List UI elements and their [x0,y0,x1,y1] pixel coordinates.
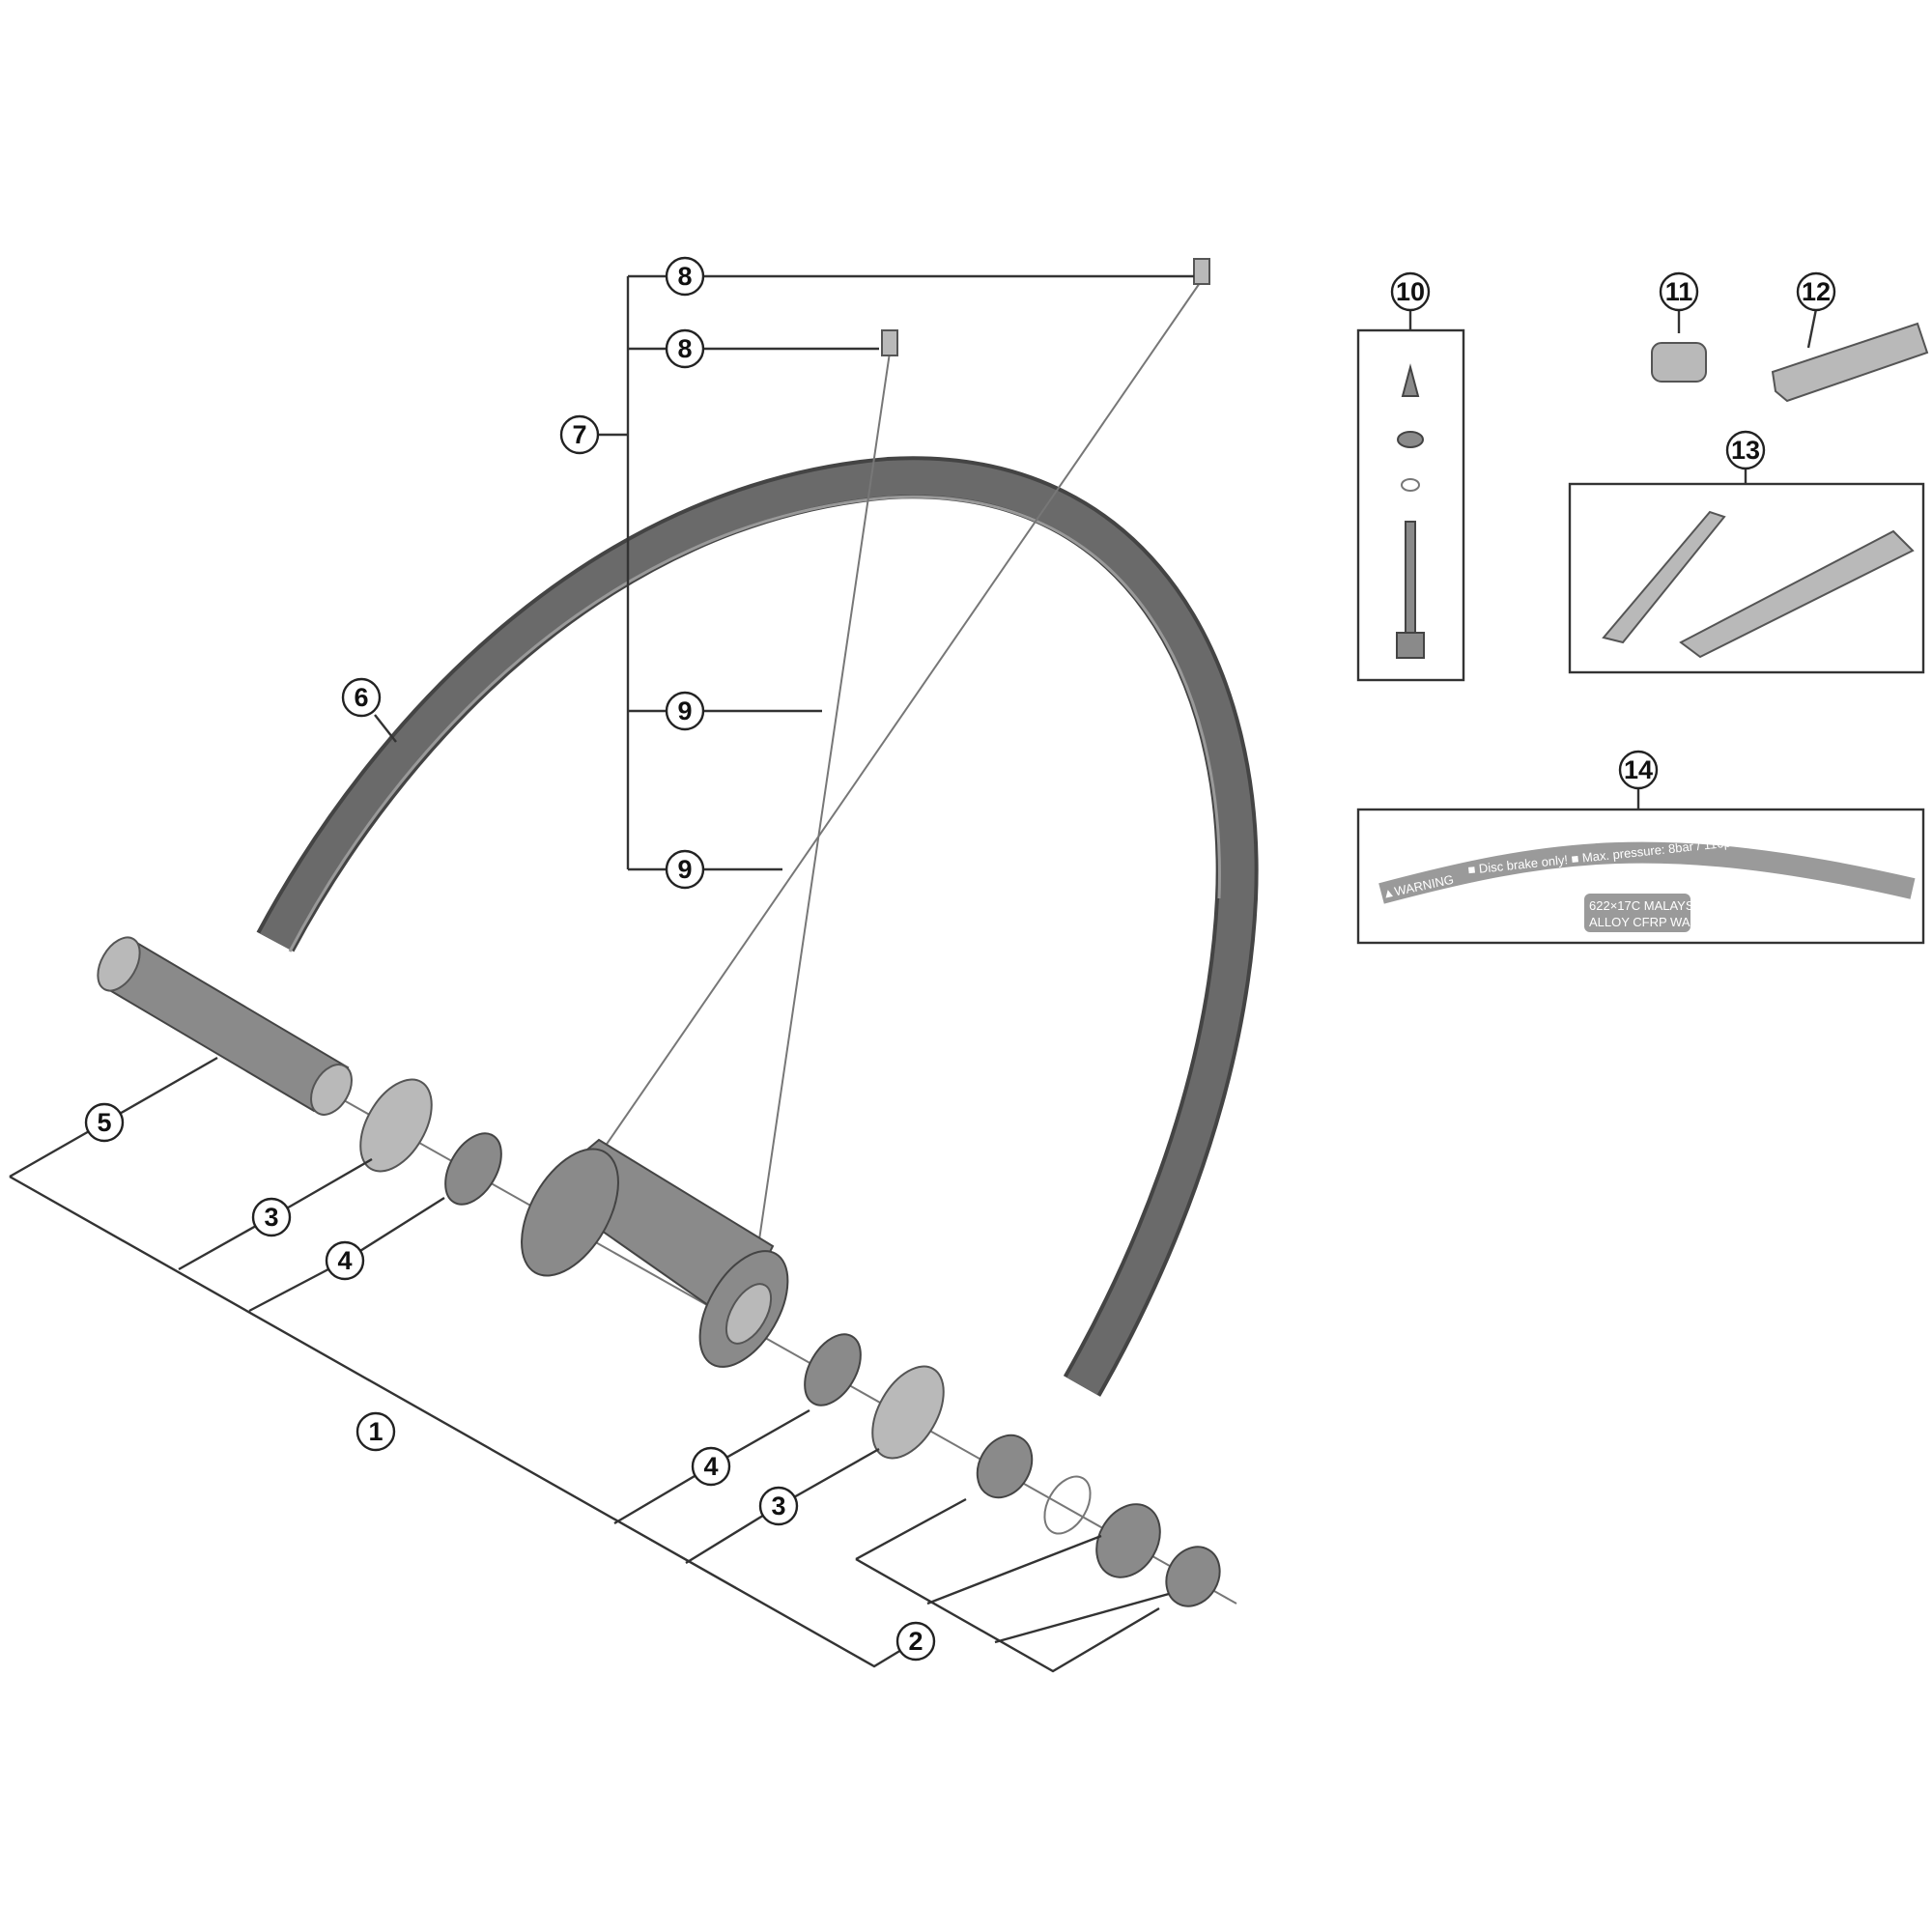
svg-text:9: 9 [677,696,692,725]
spoke-nipple [1193,258,1210,285]
bearing [444,1132,502,1206]
tubeless-valve [1396,363,1425,659]
svg-text:6: 6 [354,683,368,712]
svg-text:4: 4 [703,1452,718,1481]
hub-wrench [1771,322,1929,403]
rim-sticker: ▲WARNING ■ Disc brake only! ■ Max. press… [1378,834,1916,932]
end-cap [1165,1546,1221,1607]
callout-7: 7 [559,414,600,455]
svg-text:10: 10 [1396,277,1425,306]
callout-1: 1 [355,1411,396,1452]
valve-kit-box [1356,328,1465,682]
svg-text:1: 1 [368,1417,383,1446]
o-ring [1043,1475,1092,1535]
rim-tape-box [1568,482,1925,674]
svg-text:7: 7 [572,420,586,449]
spoke-nipple [881,329,898,356]
washer [871,1365,945,1460]
svg-text:5: 5 [97,1108,111,1137]
hub [521,1138,789,1368]
rim-tape [1679,529,1915,659]
bearing [804,1333,862,1406]
callout-4: 4 [691,1446,731,1487]
axle [97,936,353,1116]
svg-text:3: 3 [264,1203,278,1232]
spoke-key [1651,342,1707,383]
callout-10: 10 [1390,271,1431,312]
svg-text:11: 11 [1665,277,1693,306]
end-cap [1095,1503,1161,1578]
svg-text:4: 4 [337,1246,352,1275]
callout-2: 2 [895,1621,936,1662]
callout-9: 9 [665,849,705,890]
svg-text:12: 12 [1802,277,1831,306]
callout-13: 13 [1725,430,1766,470]
callout-9: 9 [665,691,705,731]
sticker-size: 622×17C MALAYSIA [1589,898,1706,913]
washer [359,1078,433,1173]
rim-tape-tool [1602,510,1726,644]
callout-3: 3 [251,1197,292,1237]
callout-6: 6 [341,677,382,718]
svg-text:14: 14 [1624,755,1653,784]
svg-text:8: 8 [677,262,692,291]
end-cap [976,1434,1034,1499]
callout-4: 4 [325,1240,365,1281]
callout-8: 8 [665,328,705,369]
callout-11: 11 [1659,271,1699,312]
callout-14: 14 [1618,750,1659,790]
callout-12: 12 [1796,271,1836,312]
callout-8: 8 [665,256,705,297]
rim [256,456,1259,1397]
spokes [579,258,1210,1247]
svg-text:8: 8 [677,334,692,363]
sticker-box [1356,808,1925,945]
svg-text:13: 13 [1731,436,1760,465]
svg-text:2: 2 [908,1627,923,1656]
svg-text:9: 9 [677,855,692,884]
callout-3: 3 [758,1486,799,1526]
callout-5: 5 [84,1102,125,1143]
svg-text:3: 3 [771,1492,785,1520]
sticker-material: ALLOY CFRP WA [1589,915,1690,929]
